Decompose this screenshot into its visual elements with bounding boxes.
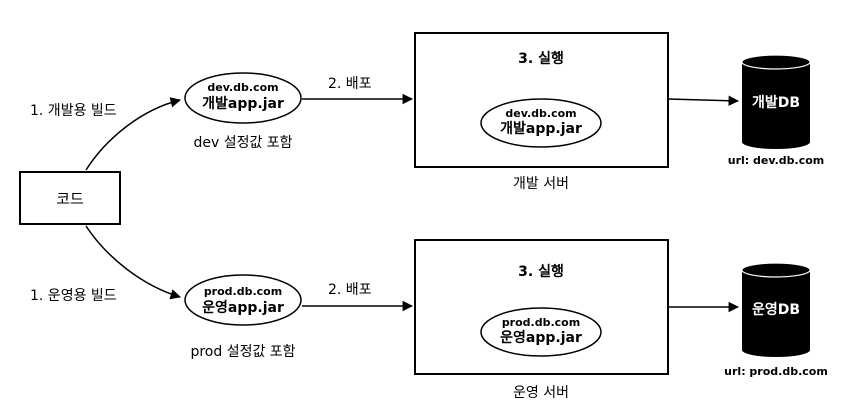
build-prod-label: 1. 운영용 빌드 [30,288,117,304]
db-dev-label: 개발DB [752,94,800,111]
artifact-prod-file: 운영app.jar [202,299,284,316]
server-dev-run-label: 3. 실행 [518,51,564,67]
server-prod-host: prod.db.com [502,316,580,329]
server-prod-caption: 운영 서버 [513,385,569,401]
deploy-dev-label: 2. 배포 [328,76,372,92]
artifact-prod-caption: prod 설정값 포함 [190,344,295,360]
code-box-label: 코드 [56,190,84,208]
build-dev-arrow [85,97,182,171]
artifact-prod: prod.db.com 운영app.jar [184,274,302,326]
artifact-dev-file: 개발app.jar [202,95,284,112]
server-dev-caption: 개발 서버 [513,176,569,192]
server-prod-box: 3. 실행 prod.db.com 운영app.jar [414,239,669,375]
artifact-dev-caption: dev 설정값 포함 [193,135,292,151]
db-prod-cylinder: 운영DB [741,262,811,357]
build-prod-arrow [85,225,182,300]
server-dev-box: 3. 실행 dev.db.com 개발app.jar [414,32,669,168]
db-prod-label: 운영DB [752,301,800,318]
deploy-prod-label: 2. 배포 [328,282,372,298]
server-prod-file: 운영app.jar [500,329,582,346]
server-dev-to-db-arrow [667,95,740,106]
db-dev-cylinder: 개발DB [741,54,811,149]
db-dev-url: url: dev.db.com [728,154,825,167]
artifact-prod-host: prod.db.com [204,285,282,298]
artifact-dev-host: dev.db.com [207,81,278,94]
db-prod-url: url: prod.db.com [724,365,828,378]
code-box: 코드 [19,171,121,225]
artifact-dev: dev.db.com 개발app.jar [184,72,302,124]
server-dev-file: 개발app.jar [500,120,582,137]
server-dev-host: dev.db.com [505,107,576,120]
server-prod-run-label: 3. 실행 [518,264,564,280]
build-dev-label: 1. 개발용 빌드 [30,103,117,119]
